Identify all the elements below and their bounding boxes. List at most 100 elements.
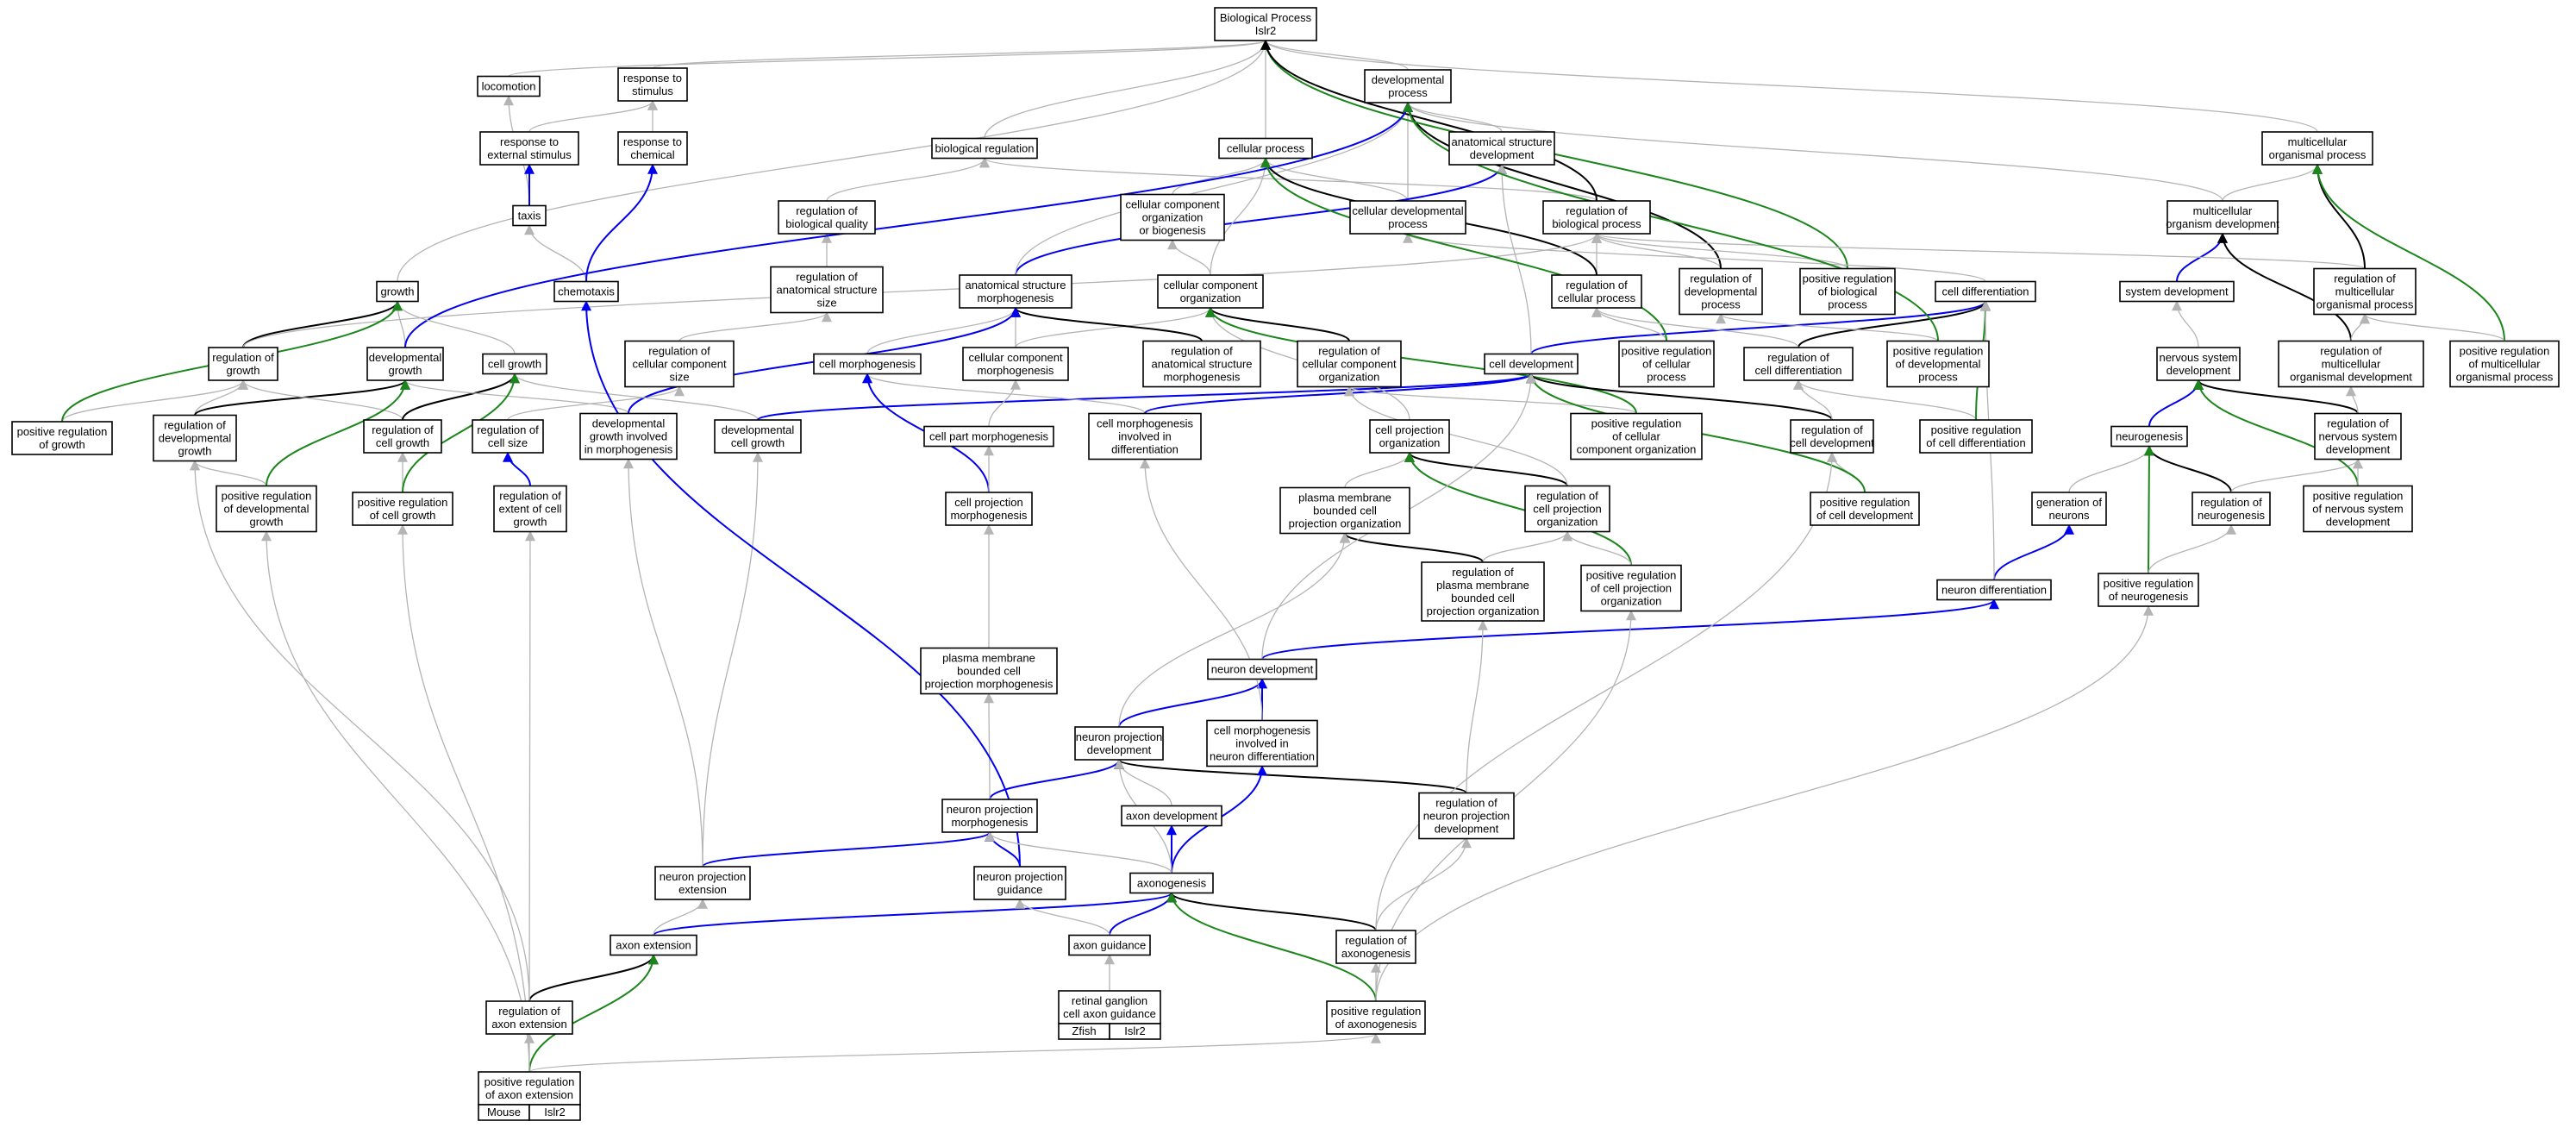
term-label-line: projection morphogenesis <box>925 678 1054 691</box>
term-label-line: of cell differentiation <box>1926 436 2025 449</box>
term-node-axon-guid[interactable]: axon guidance <box>1068 934 1151 956</box>
term-label-line: development <box>2326 443 2391 456</box>
term-node-neuron-diff[interactable]: neuron differentiation <box>1936 579 2052 601</box>
term-node-neuron-dev[interactable]: neuron development <box>1207 658 1317 680</box>
term-label-line: neuron projection <box>660 870 746 883</box>
term-label-line: system development <box>2125 285 2229 298</box>
term-node-cell-proc[interactable]: cellular process <box>1218 137 1313 160</box>
term-node-locomotion[interactable]: locomotion <box>477 75 541 97</box>
term-node-cell-part-morph[interactable]: cell part morphogenesis <box>923 425 1054 448</box>
term-node-chemotaxis[interactable]: chemotaxis <box>553 280 619 303</box>
term-node-cell-morph[interactable]: cell morphogenesis <box>813 353 922 375</box>
term-box <box>770 266 884 314</box>
term-node-axon-dev[interactable]: axon development <box>1121 805 1222 827</box>
term-label-line: process <box>1388 86 1428 99</box>
term-node-axonogenesis[interactable]: axonogenesis <box>1129 872 1214 894</box>
term-label-line: cell size <box>488 436 528 449</box>
term-node-neurogenesis[interactable]: neurogenesis <box>2110 425 2188 448</box>
term-node-taxis[interactable]: taxis <box>512 204 547 227</box>
term-node-bio-reg[interactable]: biological regulation <box>931 137 1038 160</box>
term-node-system-dev[interactable]: system development <box>2119 280 2235 303</box>
term-node-growth[interactable]: growth <box>376 280 419 303</box>
term-node-cell-development[interactable]: cell development <box>1484 353 1579 375</box>
term-node-cell-diff[interactable]: cell differentiation <box>1935 280 2036 303</box>
term-node-axon-ext[interactable]: axon extension <box>610 934 697 956</box>
edge-is-a-pos-reg-multi-org-proc-to-reg-multi-org-proc <box>2360 313 2505 342</box>
term-label-line: regulation of <box>1452 566 1514 579</box>
term-label-line: size <box>816 297 836 310</box>
term-node-cell-growth[interactable]: cell growth <box>482 353 547 375</box>
term-label-line: cellular process <box>1558 291 1636 304</box>
term-label-line: developmental <box>592 417 666 430</box>
